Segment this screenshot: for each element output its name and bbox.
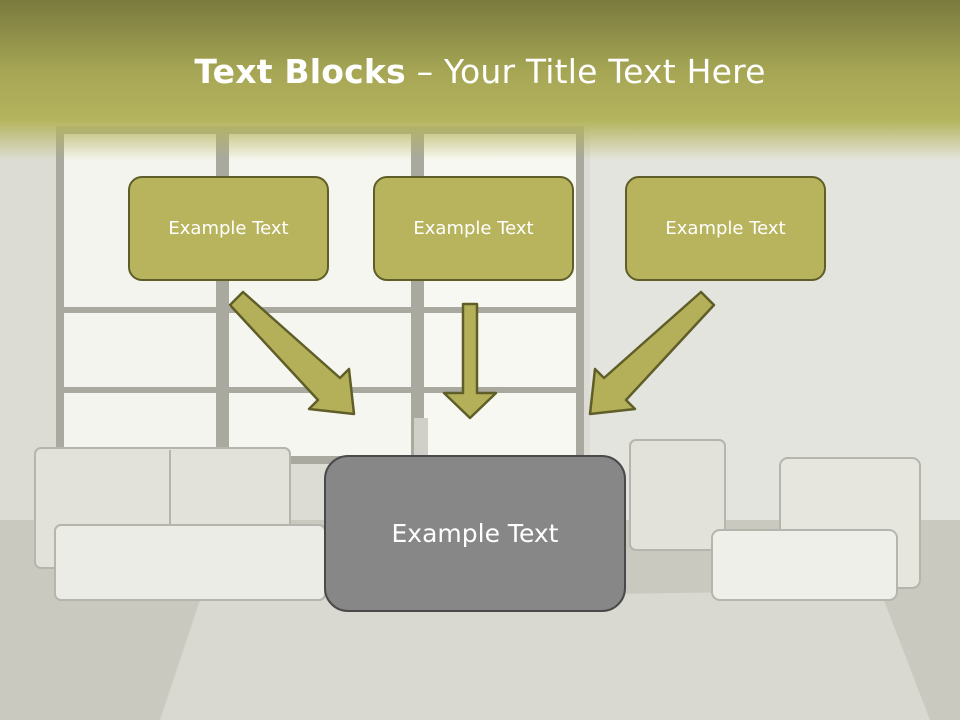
- text-block-right-label: Example Text: [665, 218, 786, 239]
- text-block-main[interactable]: Example Text: [324, 455, 626, 612]
- text-block-center-label: Example Text: [413, 218, 534, 239]
- arrow-right-diagonal: [588, 290, 716, 416]
- title-bold-text: Text Blocks: [194, 52, 406, 91]
- arrow-left-diagonal: [228, 290, 356, 416]
- text-block-left-label: Example Text: [168, 218, 289, 239]
- text-block-main-label: Example Text: [391, 519, 559, 548]
- title-light-text: – Your Title Text Here: [416, 52, 766, 91]
- text-block-right[interactable]: Example Text: [625, 176, 826, 281]
- title-band: [0, 0, 960, 160]
- text-block-center[interactable]: Example Text: [373, 176, 574, 281]
- text-block-left[interactable]: Example Text: [128, 176, 329, 281]
- arrow-center-down: [442, 302, 498, 420]
- slide-title: Text Blocks – Your Title Text Here: [0, 52, 960, 91]
